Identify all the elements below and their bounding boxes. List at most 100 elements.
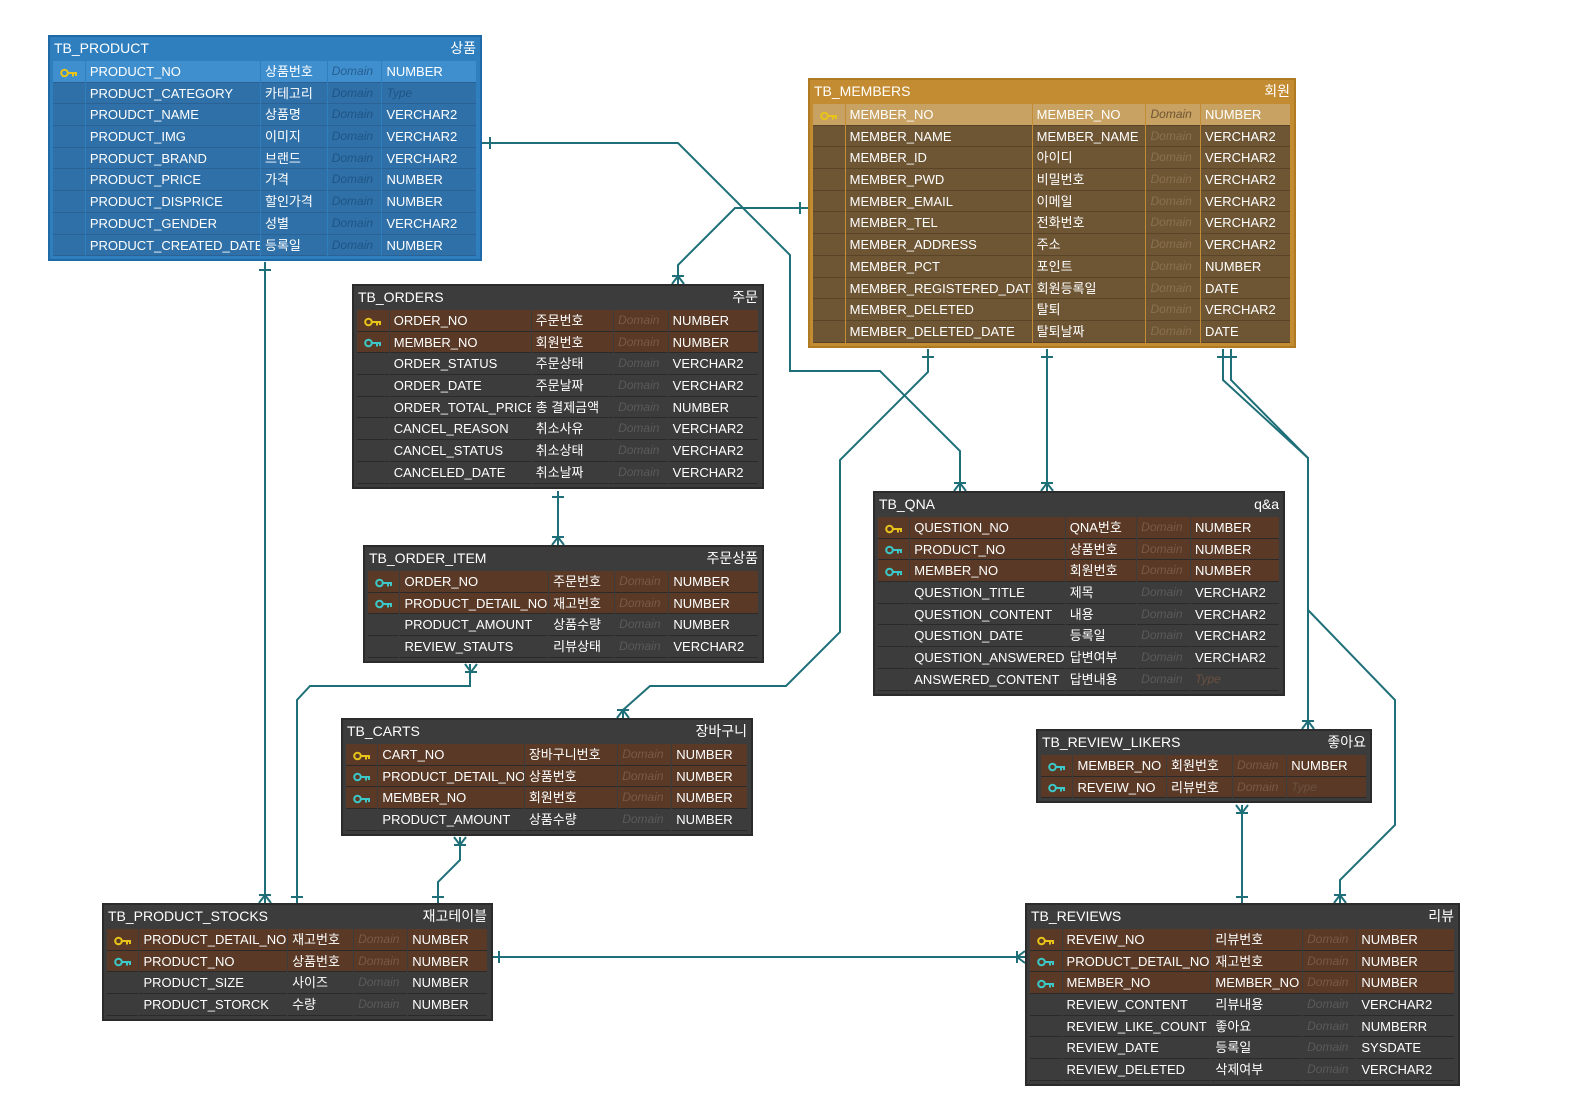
- column-domain: Domain: [327, 147, 382, 170]
- column-name: CANCEL_STATUS: [389, 440, 531, 462]
- empty-icon-cell: [357, 353, 389, 376]
- column-domain: Domain: [1233, 776, 1287, 799]
- column-name: REVIEW_DATE: [1062, 1037, 1211, 1060]
- column-name: MEMBER_NO: [1062, 972, 1211, 995]
- table-label: 장바구니: [695, 723, 747, 739]
- column-name: REVEIW_NO: [1073, 776, 1167, 799]
- column-type: NUMBER: [1357, 950, 1454, 973]
- column-domain: Domain: [1137, 538, 1190, 561]
- column-korean-name: 상품명: [261, 104, 327, 127]
- column-korean-name: 삭제여부: [1211, 1059, 1303, 1081]
- column-type: VERCHAR2: [1200, 169, 1290, 191]
- column-domain: Domain: [327, 126, 382, 148]
- empty-icon-cell: [357, 418, 389, 441]
- primary-key-icon: [53, 61, 85, 83]
- foreign-key-icon: [346, 787, 378, 810]
- column-name: PRODUCT_NO: [910, 538, 1065, 561]
- column-name: PRODUCT_DISPRICE: [85, 191, 260, 213]
- many-marker: [1235, 804, 1249, 815]
- column-domain: Domain: [354, 972, 408, 995]
- table-label: 주문: [732, 289, 758, 305]
- table-name: TB_PRODUCT_STOCKS: [108, 908, 268, 924]
- column-korean-name: 브랜드: [261, 147, 327, 170]
- column-domain: Domain: [615, 636, 669, 658]
- column-type: NUMBER: [382, 169, 476, 192]
- column-korean-name: 리뷰번호: [1167, 776, 1233, 799]
- column-type: VERCHAR2: [1200, 299, 1290, 321]
- column-type: NUMBER: [408, 972, 487, 995]
- column-name: MEMBER_ID: [845, 147, 1032, 170]
- empty-icon-cell: [813, 299, 845, 321]
- column-korean-name: MEMBER_NAME: [1032, 125, 1146, 148]
- column-type: VERCHAR2: [1357, 1059, 1454, 1081]
